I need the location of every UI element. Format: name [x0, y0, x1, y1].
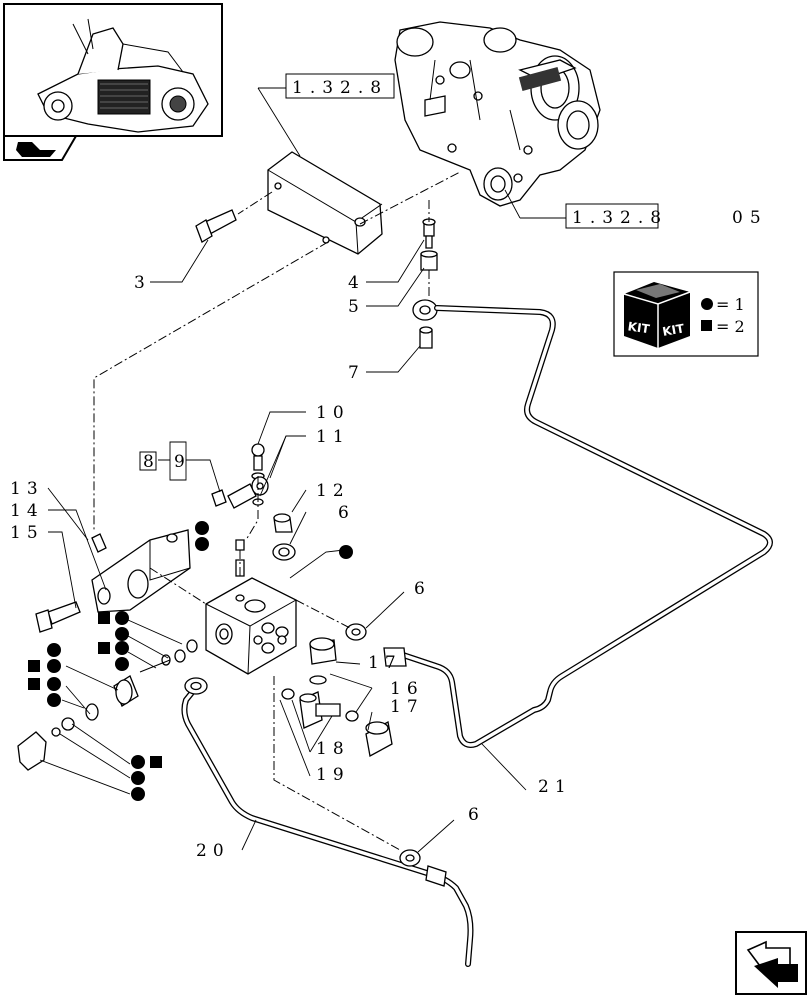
svg-text:KIT: KIT: [661, 321, 686, 339]
bolt-15: [35, 601, 81, 633]
fitting-4: [422, 218, 436, 249]
seal-19: [281, 688, 295, 700]
callout-17a: 17: [368, 653, 402, 673]
callout-9: 9: [174, 452, 191, 472]
cap-17b: [365, 720, 393, 758]
banjo-7: [412, 299, 438, 349]
cap-17a: [309, 637, 337, 665]
fitting-10: [251, 443, 265, 480]
svg-text:= 2: = 2: [716, 317, 745, 336]
callout-16: 16: [390, 679, 424, 699]
kit-box-icon: KIT KIT: [623, 282, 691, 348]
valve-block: [205, 577, 297, 675]
callout-13: 13: [10, 479, 44, 499]
callout-10: 10: [316, 403, 350, 423]
callout-19: 19: [316, 765, 350, 785]
assembly-lines: [93, 171, 461, 851]
tee-18: [299, 675, 341, 729]
callout-15: 15: [10, 523, 44, 543]
callout-7: 7: [348, 363, 365, 383]
svg-text:KIT: KIT: [627, 319, 651, 336]
seal-16: [345, 710, 359, 722]
bracket-14: [91, 529, 191, 613]
ref-right[interactable]: 1.32.8 05: [565, 203, 768, 229]
svg-text:1.32.8: 1.32.8: [572, 208, 668, 228]
callout-12: 12: [316, 481, 350, 501]
cover-plate: [267, 151, 383, 255]
page-nav-icon[interactable]: [3, 135, 78, 161]
callout-14: 14: [10, 501, 44, 521]
bolt-13: [91, 533, 107, 553]
kit-legend: KIT KIT = 1 = 2: [613, 271, 759, 357]
callout-6b: 6: [414, 579, 431, 599]
callout-4: 4: [348, 273, 365, 293]
callout-5: 5: [348, 297, 365, 317]
svg-text:05: 05: [732, 208, 768, 228]
kit-markers: [28, 521, 353, 801]
elbow-9-11: [211, 476, 269, 509]
callout-20: 20: [196, 841, 230, 861]
callouts: 3 4 5 7 10 11 9 12 6 13 14 15 6 17 16 17…: [10, 273, 572, 861]
svg-text:1.32.8: 1.32.8: [292, 78, 388, 98]
callout-11: 11: [316, 427, 350, 447]
seal-chain-left: [17, 639, 198, 771]
tractor-thumbnail[interactable]: [3, 3, 223, 137]
washer-6a: [272, 543, 296, 561]
pipe-21: [383, 305, 773, 748]
washer-5: [420, 250, 438, 271]
callout-6c: 6: [468, 805, 485, 825]
ref-top[interactable]: 1.32.8: [285, 73, 395, 99]
washer-6c: [399, 849, 421, 867]
svg-text:= 1: = 1: [716, 295, 745, 314]
transmission-housing: [394, 21, 601, 207]
next-page-icon[interactable]: [735, 931, 807, 995]
callout-17b: 17: [390, 697, 424, 717]
svg-text:8: 8: [143, 452, 160, 472]
callout-6a: 6: [338, 503, 355, 523]
pipe-20: [181, 677, 474, 967]
plug-12: [273, 513, 293, 533]
callout-18: 18: [316, 739, 350, 759]
bolt-3: [195, 209, 237, 243]
callout-21: 21: [538, 777, 572, 797]
leader-lines: [39, 87, 566, 853]
callout-3: 3: [134, 273, 151, 293]
washer-6b: [345, 623, 367, 641]
ref-box-8[interactable]: 8: [139, 441, 187, 481]
